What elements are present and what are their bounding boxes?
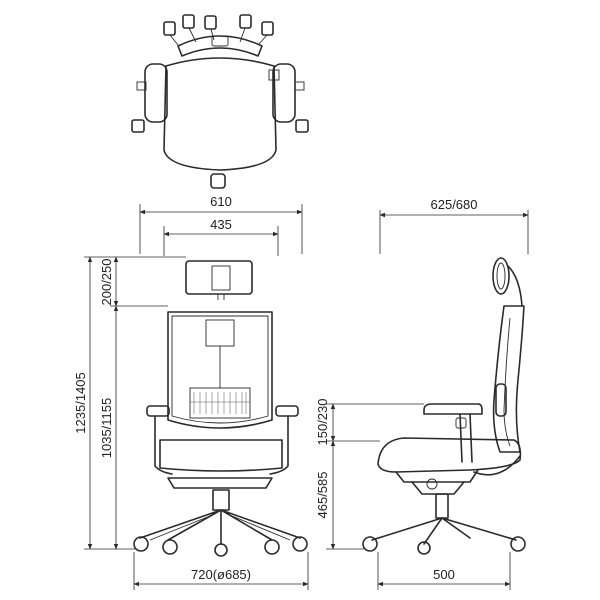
top-view [131, 14, 309, 189]
dim-side-depth: 625/680 [431, 197, 478, 212]
side-gas-cylinder [435, 493, 449, 519]
dimension-labels: 610 435 625/680 1235/1405 1035/1155 200/… [73, 194, 478, 582]
dim-base-width: 720(ø685) [191, 567, 251, 582]
top-headrest [177, 35, 263, 57]
front-view [133, 260, 308, 557]
dim-headrest-adjust: 200/250 [99, 259, 114, 306]
side-view [362, 257, 526, 555]
dim-back-width: 435 [210, 217, 232, 232]
side-base-legs [371, 517, 517, 545]
front-left-armrest [146, 405, 170, 417]
dim-seat-height: 465/585 [315, 472, 330, 519]
top-right-armrest [272, 63, 296, 123]
dim-top-width: 610 [210, 194, 232, 209]
dim-total-height: 1235/1405 [73, 372, 88, 433]
front-seat [159, 439, 283, 472]
front-base-legs [139, 509, 301, 545]
top-seat [163, 57, 277, 171]
front-backrest [167, 311, 273, 429]
side-armrest [423, 403, 483, 415]
front-right-armrest [275, 405, 299, 417]
top-left-armrest [144, 63, 168, 123]
dim-base-depth: 500 [433, 567, 455, 582]
dim-arm-adjust: 150/230 [315, 399, 330, 446]
dim-back-height: 1035/1155 [99, 398, 114, 459]
side-headrest [492, 257, 510, 295]
front-gas-cylinder [212, 489, 230, 511]
dimension-lines [84, 204, 529, 590]
top-casters [163, 14, 274, 46]
side-seat [377, 437, 522, 473]
top-front-caster [210, 173, 226, 189]
front-headrest [185, 260, 253, 295]
